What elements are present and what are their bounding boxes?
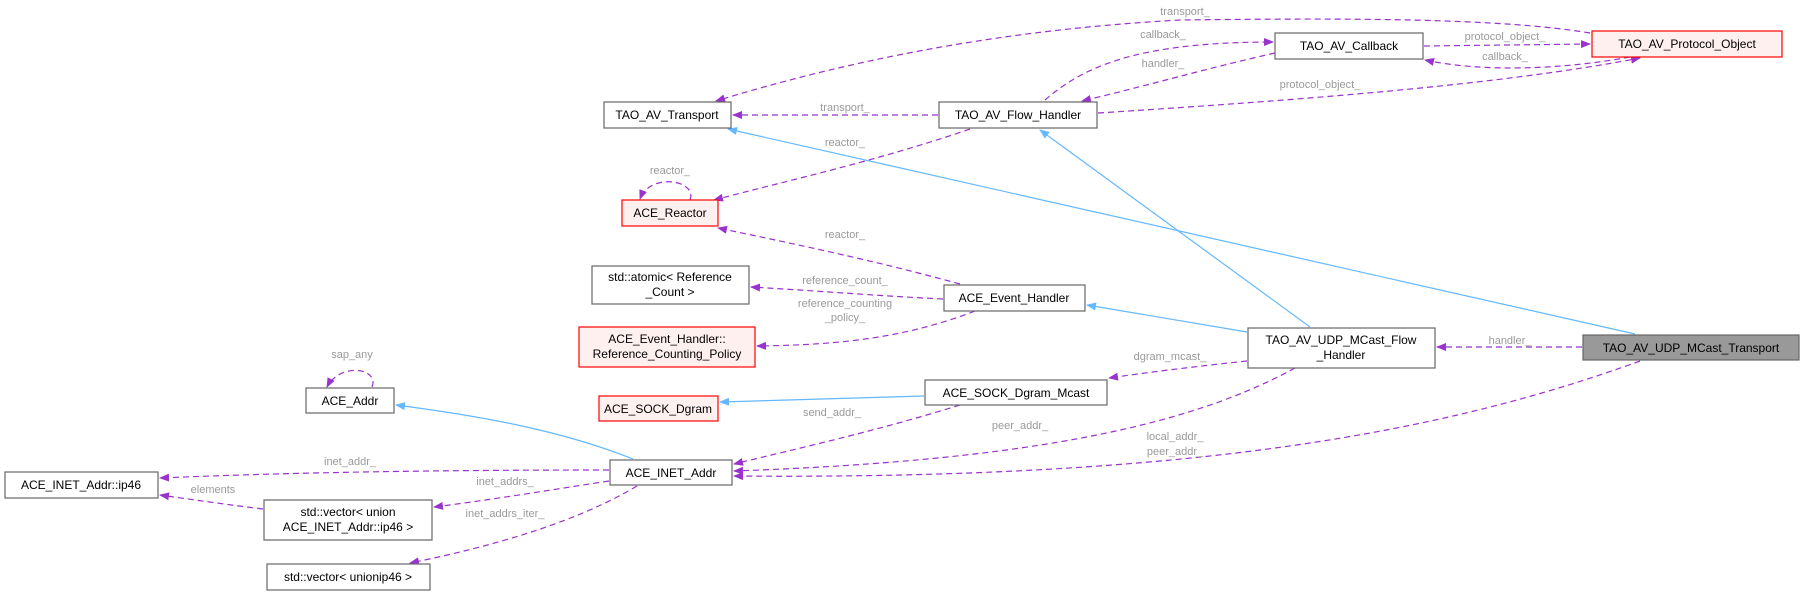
- node-std-vector-union-ip46[interactable]: std::vector< union ACE_INET_Addr::ip46 >: [263, 499, 433, 541]
- node-label: TAO_AV_Transport: [615, 108, 719, 122]
- edge-label: protocol_object_: [1465, 31, 1547, 43]
- edge-elements: [159, 492, 264, 510]
- node-std-atomic-reference-count[interactable]: std::atomic< Reference _Count >: [591, 265, 750, 305]
- edge-reference-count: [750, 283, 944, 300]
- edge-labels: transport_ callback_ handler_ protocol_o…: [191, 6, 1547, 520]
- edge-inet-addrs-iter: [409, 485, 638, 566]
- node-label: TAO_AV_Flow_Handler: [955, 108, 1081, 122]
- node-tao-av-transport[interactable]: TAO_AV_Transport: [603, 101, 732, 129]
- edge-handler-cb: [1081, 52, 1276, 103]
- edge-send-addr: [733, 404, 961, 466]
- node-label: _Handler: [1316, 348, 1366, 362]
- node-label: TAO_AV_Callback: [1300, 39, 1399, 53]
- edge-local-peer-addr: [733, 360, 1641, 481]
- edge-inherit-transport: [727, 127, 1636, 335]
- node-label: TAO_AV_UDP_MCast_Flow: [1266, 333, 1417, 347]
- edge-label: reference_count_: [802, 275, 888, 287]
- node-label: _Count >: [644, 285, 694, 299]
- node-tao-av-protocol-object[interactable]: TAO_AV_Protocol_Object: [1591, 30, 1783, 58]
- edge-reactor-eh: [717, 225, 961, 285]
- node-label: ACE_INET_Addr::ip46 >: [283, 520, 413, 534]
- node-label: Reference_Counting_Policy: [593, 347, 742, 361]
- edge-protocol-object-fh: [1097, 55, 1641, 114]
- node-std-vector-unionip46[interactable]: std::vector< unionip46 >: [266, 563, 431, 591]
- edge-inherit-flow-handler: [1039, 129, 1311, 328]
- edge-label: peer_addr_: [992, 420, 1049, 432]
- node-label: ACE_Event_Handler::: [608, 332, 725, 346]
- node-label: std::atomic< Reference: [608, 270, 732, 284]
- edge-protocol-object-cb: [1423, 40, 1591, 49]
- node-label: ACE_Addr: [322, 394, 379, 408]
- node-label: ACE_SOCK_Dgram: [604, 402, 712, 416]
- node-label: ACE_Reactor: [633, 206, 706, 220]
- edge-reference-counting-policy: [756, 310, 976, 350]
- node-label: ACE_SOCK_Dgram_Mcast: [943, 386, 1090, 400]
- node-label: std::vector< unionip46 >: [284, 570, 412, 584]
- edge-label: reactor_: [650, 165, 691, 177]
- edges: [159, 18, 1641, 566]
- edge-inherit-event-handler: [1086, 302, 1248, 333]
- node-tao-av-udp-mcast-flow-handler[interactable]: TAO_AV_UDP_MCast_Flow _Handler: [1247, 327, 1436, 369]
- edge-label: inet_addr_: [324, 456, 377, 468]
- edge-label: elements: [191, 484, 236, 496]
- edge-dgram-mcast: [1108, 360, 1248, 381]
- node-label: std::vector< union: [300, 505, 395, 519]
- edge-label: callback_: [1482, 51, 1529, 63]
- node-ace-inet-addr[interactable]: ACE_INET_Addr: [609, 459, 733, 486]
- edge-label: handler_: [1142, 58, 1186, 70]
- edge-label: handler_: [1489, 335, 1533, 347]
- edge-inherit-sock-dgram: [719, 395, 925, 406]
- edge-label: local_addr_: [1147, 431, 1205, 443]
- edge-label: protocol_object_: [1280, 79, 1362, 91]
- edge-callback-fh: [1044, 38, 1274, 101]
- edge-reactor-fh: [713, 128, 971, 202]
- edge-label: inet_addrs_: [476, 476, 534, 488]
- edge-label: peer_addr_: [1147, 446, 1204, 458]
- node-label: ACE_INET_Addr::ip46: [21, 478, 141, 492]
- node-reference-counting-policy[interactable]: ACE_Event_Handler:: Reference_Counting_P…: [578, 326, 756, 368]
- edge-label: reference_counting: [798, 298, 892, 310]
- node-ace-reactor[interactable]: ACE_Reactor: [621, 199, 719, 227]
- node-ace-event-handler[interactable]: ACE_Event_Handler: [943, 284, 1086, 312]
- node-label: ACE_Event_Handler: [959, 291, 1070, 305]
- edge-label: transport_: [1160, 6, 1210, 18]
- node-label: TAO_AV_Protocol_Object: [1618, 37, 1756, 51]
- edge-sap-any: [326, 369, 374, 388]
- edge-label: send_addr_: [803, 407, 862, 419]
- node-ace-sock-dgram-mcast[interactable]: ACE_SOCK_Dgram_Mcast: [924, 379, 1108, 406]
- edge-label: transport_: [820, 102, 870, 114]
- node-label: TAO_AV_UDP_MCast_Transport: [1603, 341, 1780, 355]
- edge-inet-addr: [159, 469, 610, 482]
- edge-callback-po: [1424, 56, 1631, 69]
- edge-label: reactor_: [825, 137, 866, 149]
- node-tao-av-callback[interactable]: TAO_AV_Callback: [1274, 32, 1424, 60]
- node-ace-inet-addr-ip46[interactable]: ACE_INET_Addr::ip46: [4, 471, 159, 499]
- edge-label: sap_any: [331, 349, 373, 361]
- node-label: ACE_INET_Addr: [626, 466, 717, 480]
- edge-label: callback_: [1140, 29, 1187, 41]
- node-ace-addr[interactable]: ACE_Addr: [305, 387, 395, 414]
- edge-inet-addrs: [433, 480, 610, 510]
- edge-label: dgram_mcast_: [1134, 351, 1208, 363]
- node-ace-sock-dgram[interactable]: ACE_SOCK_Dgram: [598, 395, 719, 422]
- node-tao-av-udp-mcast-transport[interactable]: TAO_AV_UDP_MCast_Transport: [1582, 334, 1800, 361]
- edge-reactor-self: [639, 181, 692, 201]
- edge-label: inet_addrs_iter_: [466, 508, 546, 520]
- node-tao-av-flow-handler[interactable]: TAO_AV_Flow_Handler: [938, 101, 1098, 129]
- edge-inherit-ace-addr: [395, 402, 634, 460]
- edge-peer-addr: [733, 367, 1296, 475]
- edge-transport-top: [715, 18, 1591, 103]
- edge-label: _policy_: [824, 312, 866, 324]
- edge-label: reactor_: [825, 229, 866, 241]
